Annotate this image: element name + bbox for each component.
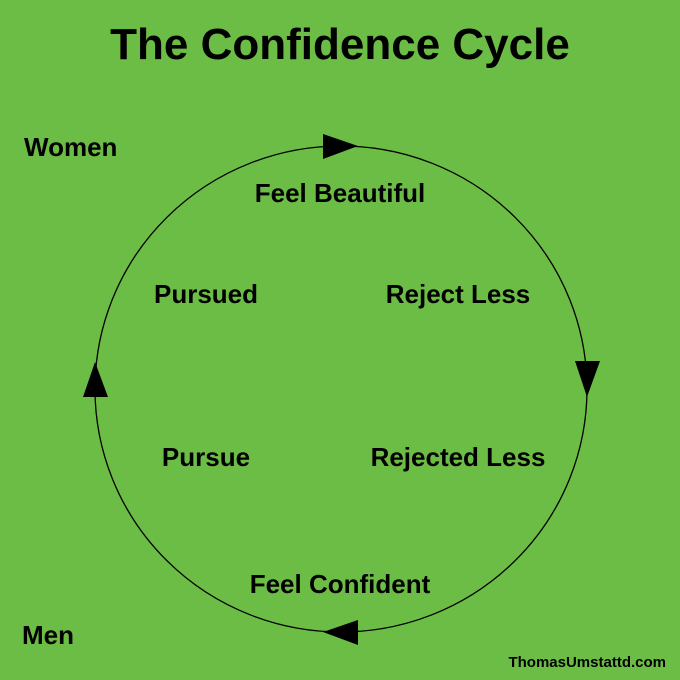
node-rejected-less: Rejected Less (370, 442, 546, 472)
node-feel-beautiful: Feel Beautiful (254, 178, 426, 208)
node-feel-confident: Feel Confident (249, 569, 431, 599)
diagram-title: The Confidence Cycle (110, 20, 570, 69)
footer-credit: ThomasUmstattd.com (508, 654, 666, 671)
cycle-circle (94, 145, 588, 633)
node-reject-less: Reject Less (385, 279, 531, 309)
arrow-left-icon (323, 620, 358, 645)
arrow-right-icon (323, 134, 358, 159)
men-label: Men (22, 620, 74, 650)
node-pursue: Pursue (161, 442, 251, 472)
arrow-down-icon (575, 361, 600, 397)
node-pursued: Pursued (153, 279, 259, 309)
women-label: Women (24, 132, 118, 162)
arrow-up-icon (83, 362, 108, 397)
